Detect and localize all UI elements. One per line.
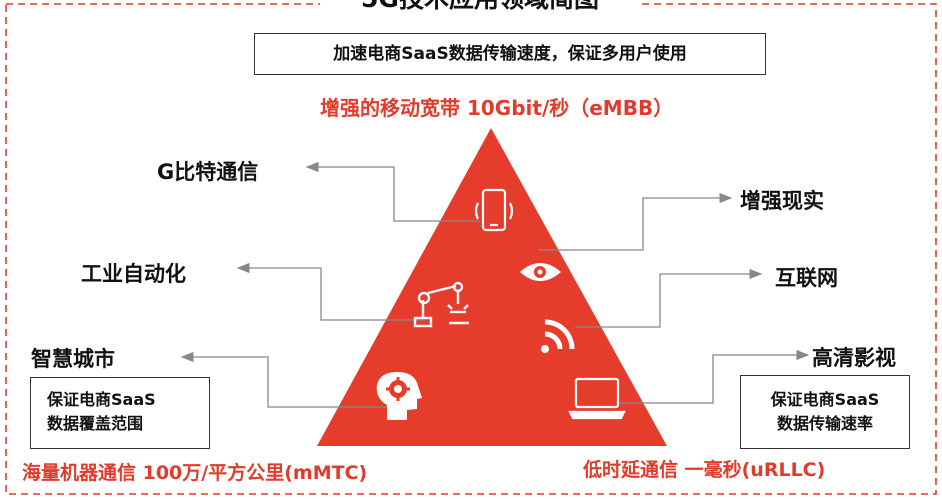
corner-label-embb: 增强的移动宽带 10Gbit/秒（eMBB） — [320, 96, 674, 120]
right-note-line-1: 保证电商SaaS — [770, 390, 880, 409]
main-triangle — [317, 128, 667, 446]
label-internet: 互联网 — [775, 266, 838, 290]
robot-arm-icon — [413, 281, 469, 328]
connector-internet — [575, 268, 763, 328]
left-note-line-1: 保证电商SaaS — [47, 390, 156, 409]
label-smart-city: 智慧城市 — [31, 347, 115, 371]
left-note-box: 保证电商SaaS 数据覆盖范围 — [30, 377, 210, 449]
connector-ar — [538, 192, 733, 251]
diagram-title: 5G技术应用领域简图 — [320, 0, 640, 14]
laptop-icon — [568, 377, 626, 420]
connector-g-bit — [305, 161, 480, 222]
right-note-line-2: 数据传输速率 — [776, 414, 873, 433]
smartphone-icon — [474, 188, 514, 232]
corner-label-mmtc: 海量机器通信 100万/平方公里(mMTC) — [22, 462, 368, 484]
corner-label-urllc: 低时延通信 一毫秒(uRLLC) — [583, 459, 826, 481]
connector-smart-city — [180, 351, 390, 408]
label-industry: 工业自动化 — [81, 262, 186, 286]
top-note-box: 加速电商SaaS数据传输速度，保证多用户使用 — [254, 33, 766, 75]
gear-head-icon — [376, 372, 422, 420]
left-note-line-2: 数据覆盖范围 — [47, 414, 144, 433]
dashed-frame — [5, 3, 937, 495]
connector-industry — [236, 262, 425, 321]
connector-hd-video — [620, 349, 810, 404]
wifi-signal-icon — [541, 319, 575, 353]
label-ar: 增强现实 — [740, 189, 824, 213]
label-hd-video: 高清影视 — [812, 346, 896, 370]
right-note-box: 保证电商SaaS 数据传输速率 — [740, 375, 910, 449]
eye-icon — [520, 263, 561, 281]
label-g-bit: G比特通信 — [157, 160, 259, 184]
